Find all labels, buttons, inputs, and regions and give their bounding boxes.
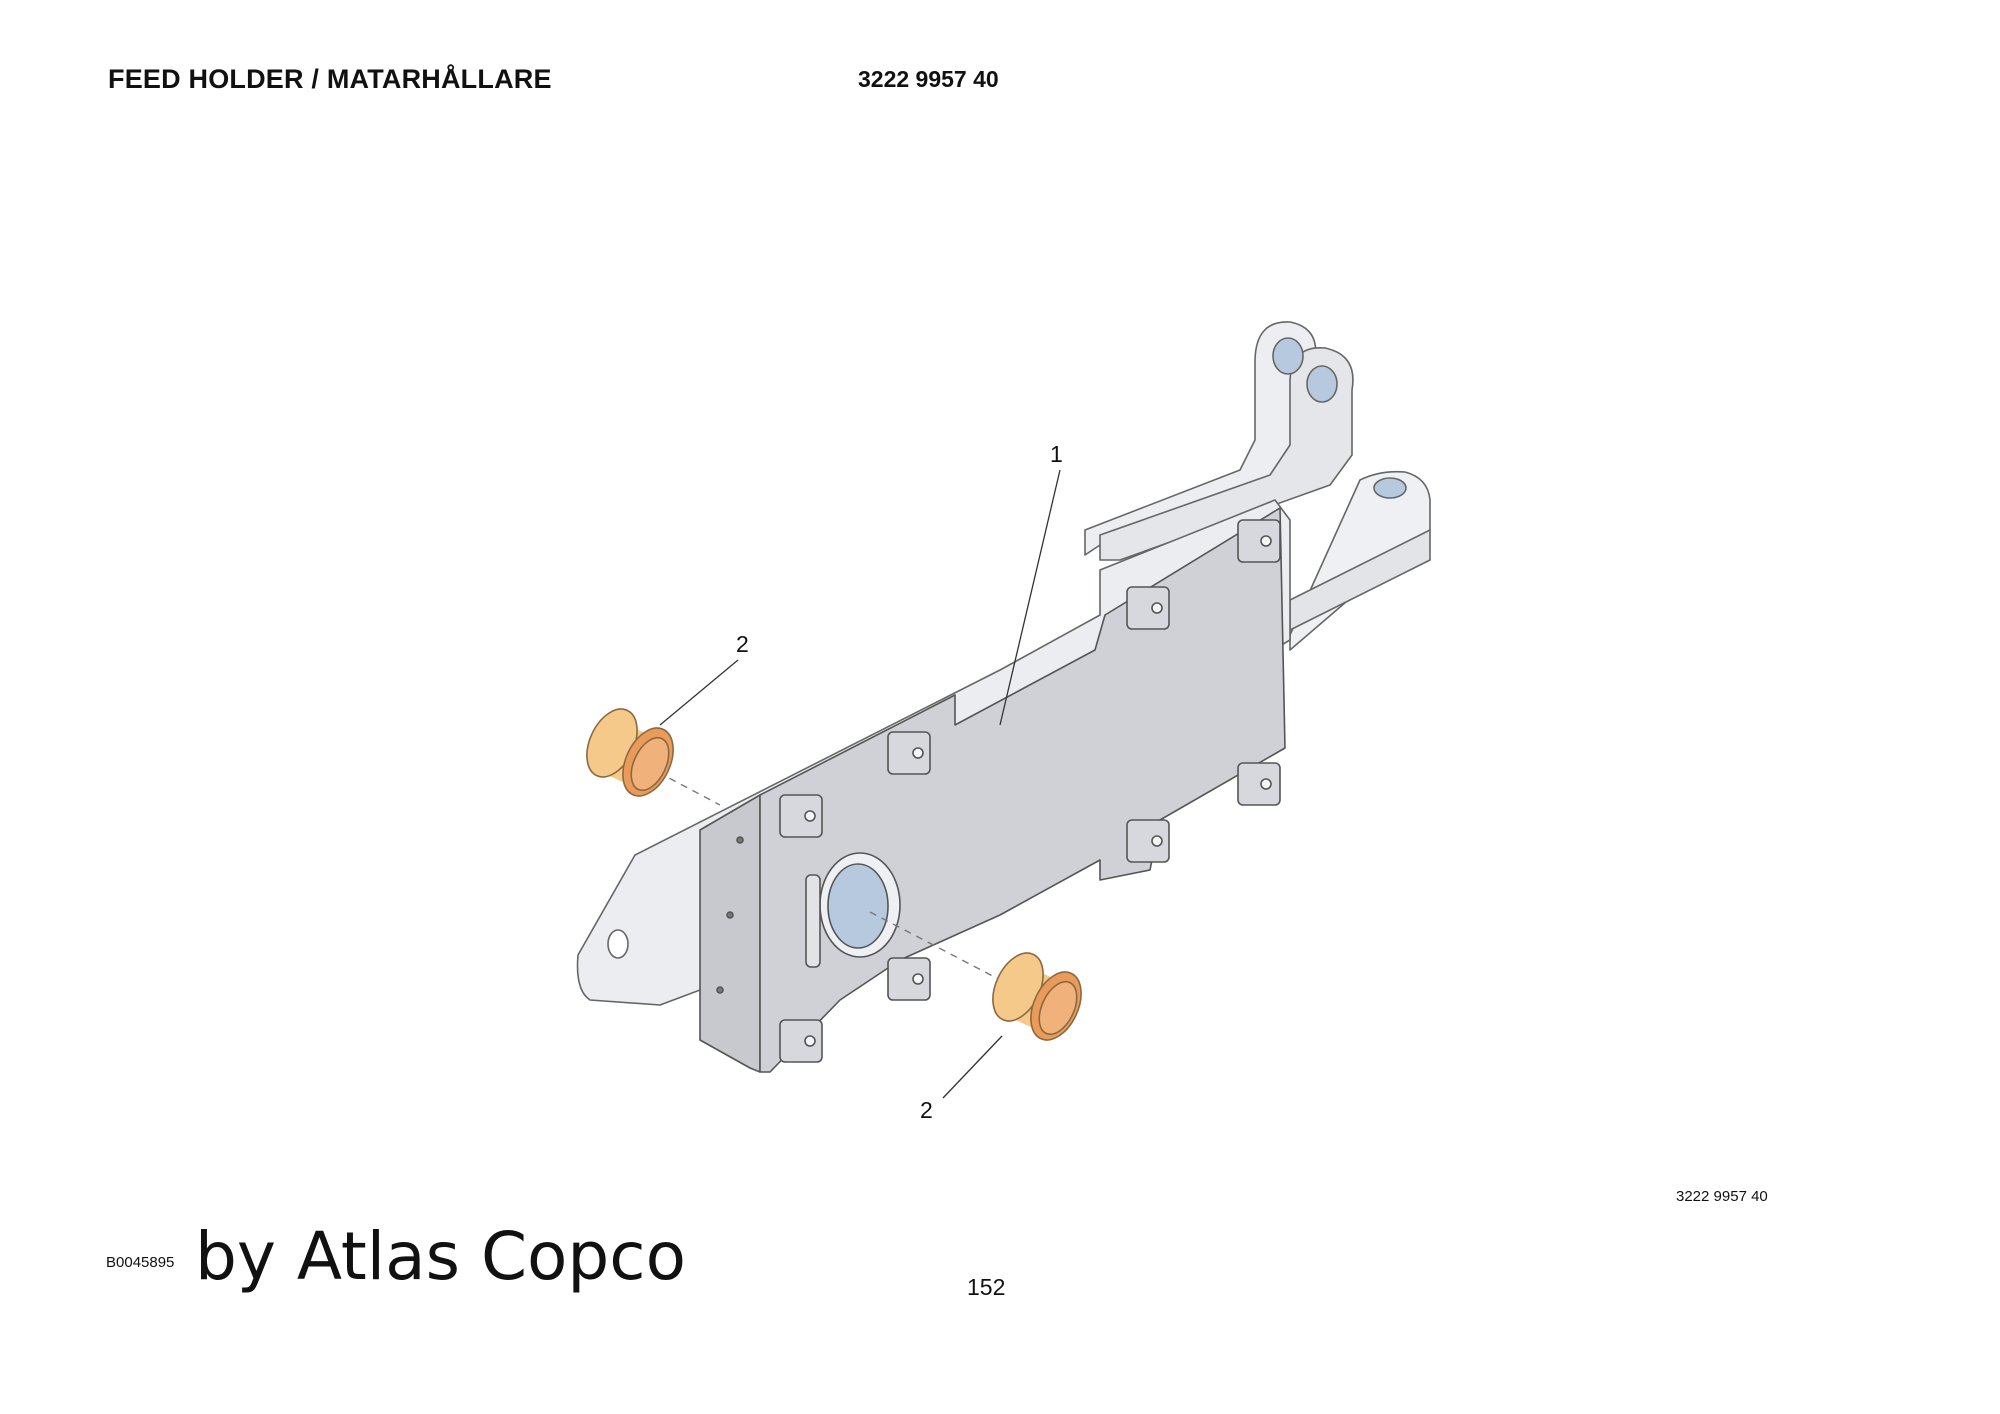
page-number: 152 [967,1274,1006,1300]
header-part-number: 3222 9957 40 [858,66,999,92]
brand-watermark: by Atlas Copco [195,1218,686,1295]
mounting-plate [699,507,1286,1073]
boss [1237,762,1281,806]
frame-rear-arm [1084,321,1431,651]
callout-item-1: 1 [1050,441,1063,467]
figure-id: B0045895 [106,1254,175,1271]
callout-item-2-lower: 2 [920,1097,933,1123]
boss [887,731,931,775]
footer-part-number: 3222 9957 40 [1676,1188,1768,1205]
bolt-bosses [779,519,1281,1063]
boss [1237,519,1281,563]
callout-item-2-upper: 2 [736,631,749,657]
bushing-upper [586,708,674,797]
boss [1126,819,1170,863]
boss [779,1019,823,1063]
bushing-lower [992,952,1082,1041]
boss [779,794,823,838]
boss [887,957,931,1001]
leader-lines [659,469,1061,1099]
page-title: FEED HOLDER / MATARHÅLLARE [108,64,552,94]
boss [1126,586,1170,630]
